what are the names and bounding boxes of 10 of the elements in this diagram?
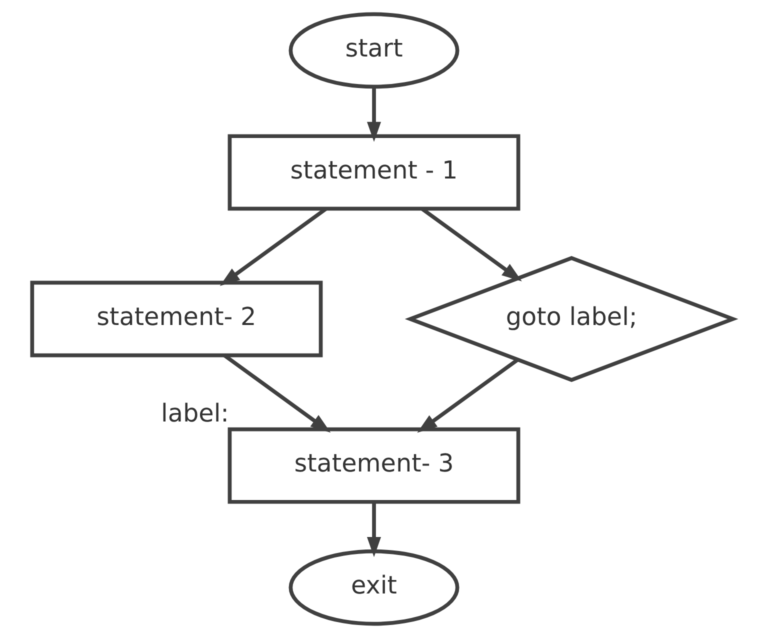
node-box: statement- 2 bbox=[30, 280, 322, 358]
node-label: label: bbox=[160, 398, 229, 428]
node-diamond: goto label; bbox=[404, 256, 738, 382]
arrow bbox=[366, 502, 381, 558]
node-box: statement - 1 bbox=[227, 134, 520, 211]
node-box: statement- 3 bbox=[227, 427, 520, 504]
node-ellipse: start bbox=[288, 12, 459, 89]
arrow bbox=[366, 87, 381, 142]
node-ellipse: exit bbox=[288, 549, 459, 626]
arrow bbox=[416, 358, 518, 433]
